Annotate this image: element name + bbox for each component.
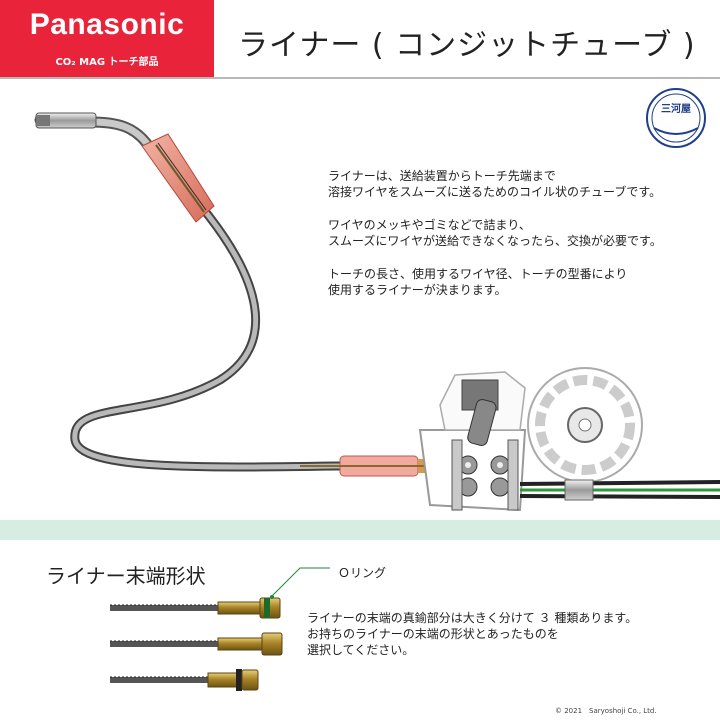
desc-line: 溶接ワイヤをスムーズに送るためのコイル状のチューブです。 — [328, 185, 662, 199]
desc-line: スムーズにワイヤが送給できなくなったら、交換が必要です。 — [328, 234, 662, 248]
company-seal-icon: 三河屋 — [646, 88, 706, 148]
liner-end-type-1-icon — [110, 597, 281, 619]
end-desc-line: ライナーの末端の真鍮部分は大きく分けて ３ 種類あります。 — [307, 611, 638, 625]
desc-line: トーチの長さ、使用するワイヤ径、トーチの型番により — [328, 267, 628, 281]
desc-line: 使用するライナーが決まります。 — [328, 283, 507, 297]
desc-line: ライナーは、送給装置からトーチ先端まで — [328, 169, 556, 183]
brand-subtitle: CO₂ MAG トーチ部品 — [55, 57, 159, 68]
desc-line: ワイヤのメッキやゴミなどで詰まり、 — [328, 218, 531, 232]
brand-name: Panasonic — [29, 8, 185, 41]
liner-end-type-2-icon — [110, 632, 283, 656]
page-header: Panasonic CO₂ MAG トーチ部品 ライナー ( コンジットチューブ… — [0, 0, 720, 79]
oring-label: Ｏリング — [338, 566, 387, 580]
liner-description: ライナーは、送給装置からトーチ先端まで 溶接ワイヤをスムーズに送るためのコイル状… — [328, 168, 662, 315]
liner-end-type-3-icon — [110, 669, 259, 691]
brand-block: Panasonic CO₂ MAG トーチ部品 — [0, 0, 214, 77]
section-divider-band — [0, 520, 720, 540]
oring-callout-line — [271, 567, 330, 597]
copyright: © 2021 Saryoshoji Co., Ltd. — [555, 707, 657, 715]
end-desc-line: お持ちのライナーの末端の形状とあったものを — [307, 627, 559, 641]
liner-end-title: ライナー末端形状 — [46, 564, 206, 588]
liner-end-description: ライナーの末端の真鍮部分は大きく分けて ３ 種類あります。 お持ちのライナーの末… — [307, 610, 637, 658]
end-desc-line: 選択してください。 — [307, 643, 415, 657]
welding-torch-with-wire-feeder-illustration — [34, 112, 720, 512]
logo-text: 三河屋 — [661, 103, 691, 115]
page-title: ライナー ( コンジットチューブ ) — [238, 28, 696, 63]
